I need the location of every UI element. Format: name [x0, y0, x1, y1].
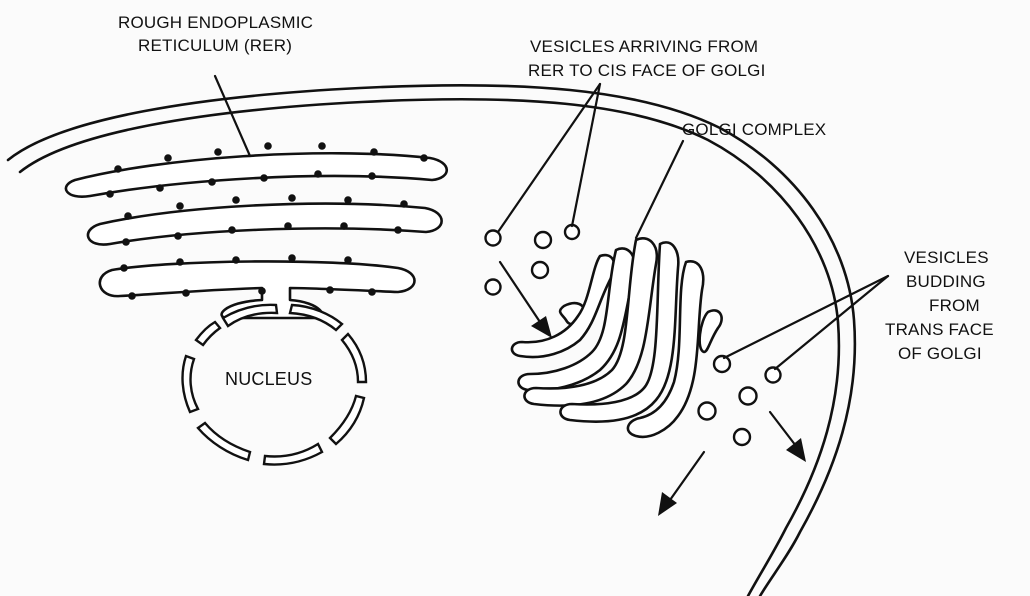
arrow-out-left [658, 452, 704, 516]
label-rer-line-2: RETICULUM (RER) [138, 36, 292, 55]
rer-cisterna-1 [66, 153, 447, 196]
label-vesicles-budding-line-4: TRANS FACE [885, 320, 994, 339]
rer-cisterna-2 [88, 204, 442, 245]
rough-endoplasmic-reticulum [66, 142, 447, 318]
label-vesicles-budding-line-2: BUDDING [906, 272, 986, 291]
label-vesicles-arriving-line-1: VESICLES ARRIVING FROM [530, 37, 758, 56]
arrow-out-right [770, 412, 806, 462]
text-labels: ROUGH ENDOPLASMIC RETICULUM (RER) VESICL… [118, 13, 994, 389]
label-golgi-complex: GOLGI COMPLEX [682, 120, 826, 139]
label-vesicles-budding-line-5: OF GOLGI [898, 344, 982, 363]
label-vesicles-arriving-line-2: RER TO CIS FACE OF GOLGI [528, 61, 766, 80]
label-rer-line-1: ROUGH ENDOPLASMIC [118, 13, 313, 32]
trans-vesicles [699, 356, 781, 445]
golgi-cisterna-7 [700, 310, 722, 352]
label-nucleus: NUCLEUS [225, 369, 312, 389]
cis-vesicles [486, 225, 580, 295]
label-vesicles-budding-line-3: FROM [929, 296, 980, 315]
label-vesicles-budding-line-1: VESICLES [904, 248, 989, 267]
